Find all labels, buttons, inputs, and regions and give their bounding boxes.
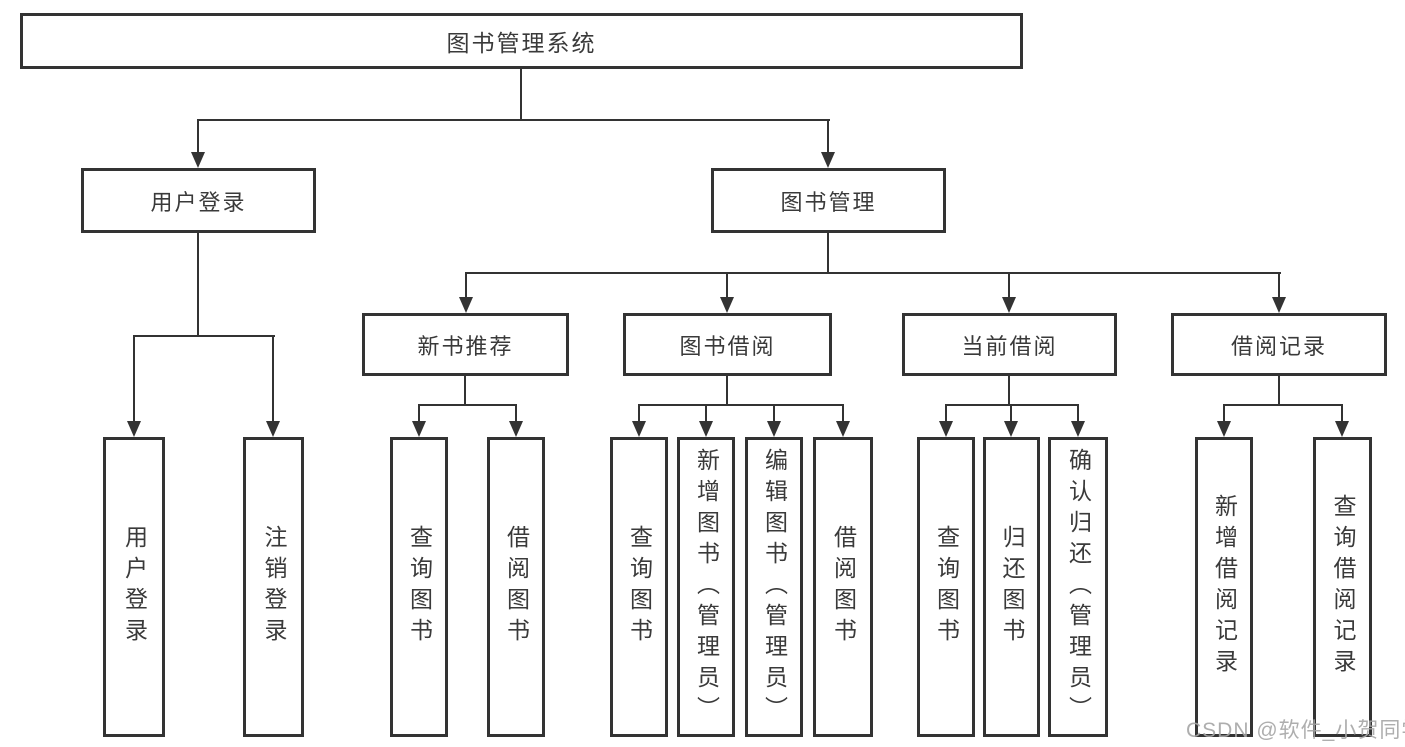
leaf-query-books-recommend: 查询图书 — [390, 437, 448, 737]
leaf-borrow-books-recommend: 借阅图书 — [487, 437, 545, 737]
connector-borrowing-rail — [638, 404, 844, 406]
connector-stem — [1077, 405, 1079, 421]
connector-stem — [945, 405, 947, 421]
connector-stem — [1223, 405, 1225, 421]
arrowhead-down-icon — [1272, 297, 1286, 313]
node-new-book-recommend: 新书推荐 — [362, 313, 569, 376]
connector-stem — [705, 405, 707, 421]
connector-stem — [133, 336, 135, 421]
node-book-management: 图书管理 — [711, 168, 946, 233]
leaf-user-login: 用户登录 — [103, 437, 165, 737]
arrowhead-down-icon — [459, 297, 473, 313]
connector-stem — [515, 405, 517, 421]
node-current-borrowing: 当前借阅 — [902, 313, 1117, 376]
connector-recommend-rail — [418, 404, 517, 406]
connector-current-stem — [1008, 376, 1010, 406]
connector-book-mgmt-stem — [827, 233, 829, 274]
leaf-return-book: 归还图书 — [983, 437, 1040, 737]
leaf-query-books-current: 查询图书 — [917, 437, 975, 737]
leaf-logout: 注销登录 — [243, 437, 304, 737]
leaf-query-borrow-record: 查询借阅记录 — [1313, 437, 1372, 737]
connector-recommend-stem — [464, 376, 466, 406]
connector-stem — [1008, 273, 1010, 297]
connector-stem — [726, 273, 728, 297]
connector-records-rail — [1223, 404, 1343, 406]
leaf-add-borrow-record: 新增借阅记录 — [1195, 437, 1253, 737]
node-root-book-management-system: 图书管理系统 — [20, 13, 1023, 69]
arrowhead-down-icon — [412, 421, 426, 437]
arrowhead-down-icon — [127, 421, 141, 437]
connector-stem — [1278, 273, 1280, 297]
arrowhead-down-icon — [1217, 421, 1231, 437]
leaf-add-book-admin: 新增图书（管理员） — [677, 437, 735, 737]
arrowhead-down-icon — [191, 152, 205, 168]
csdn-watermark: CSDN @软件_小贺同学 — [1186, 719, 1405, 742]
arrowhead-down-icon — [1071, 421, 1085, 437]
arrowhead-down-icon — [699, 421, 713, 437]
node-borrowing-records: 借阅记录 — [1171, 313, 1387, 376]
arrowhead-down-icon — [720, 297, 734, 313]
leaf-borrow-books-borrowing: 借阅图书 — [813, 437, 873, 737]
connector-records-stem — [1278, 376, 1280, 406]
arrowhead-down-icon — [509, 421, 523, 437]
connector-stem — [418, 405, 420, 421]
connector-stem — [773, 405, 775, 421]
arrowhead-down-icon — [939, 421, 953, 437]
connector-borrowing-stem — [726, 376, 728, 406]
connector-user-login-stem — [197, 233, 199, 337]
leaf-confirm-return-admin: 确认归还（管理员） — [1048, 437, 1108, 737]
connector-current-rail — [945, 404, 1079, 406]
node-book-borrowing: 图书借阅 — [623, 313, 832, 376]
arrowhead-down-icon — [821, 152, 835, 168]
connector-stem — [197, 120, 199, 152]
arrowhead-down-icon — [632, 421, 646, 437]
connector-stem — [272, 336, 274, 421]
leaf-edit-book-admin: 编辑图书（管理员） — [745, 437, 803, 737]
node-user-login: 用户登录 — [81, 168, 316, 233]
connector-stem — [638, 405, 640, 421]
connector-root-stem — [520, 69, 522, 120]
arrowhead-down-icon — [836, 421, 850, 437]
connector-level3-rail — [465, 272, 1281, 274]
connector-stem — [465, 273, 467, 297]
arrowhead-down-icon — [767, 421, 781, 437]
connector-stem — [827, 120, 829, 152]
arrowhead-down-icon — [1335, 421, 1349, 437]
connector-stem — [1010, 405, 1012, 421]
connector-level2-rail — [197, 119, 830, 121]
connector-stem — [1341, 405, 1343, 421]
connector-stem — [842, 405, 844, 421]
leaf-query-books-borrowing: 查询图书 — [610, 437, 668, 737]
connector-user-login-rail — [133, 335, 275, 337]
arrowhead-down-icon — [1004, 421, 1018, 437]
arrowhead-down-icon — [1002, 297, 1016, 313]
arrowhead-down-icon — [266, 421, 280, 437]
